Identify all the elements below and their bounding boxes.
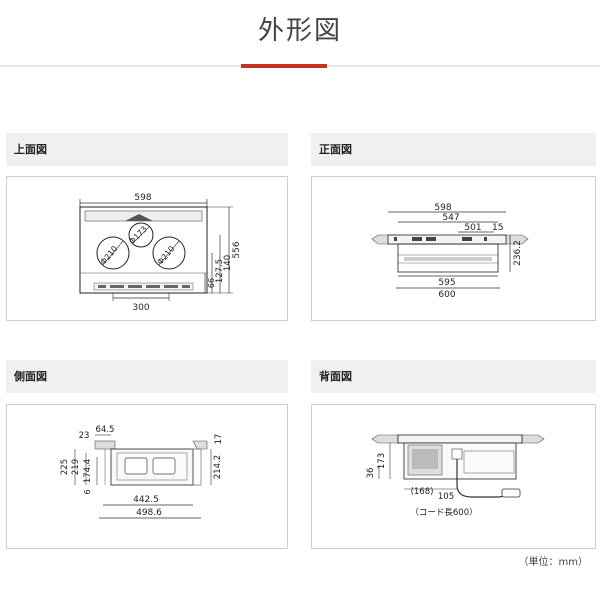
dim-140: 140 — [223, 255, 233, 271]
dim-105: 105 — [438, 492, 454, 502]
dim-595: 595 — [438, 278, 455, 288]
dim-598: 598 — [434, 203, 451, 213]
dim-219: 219 — [71, 459, 81, 475]
diameter-right: Φ210 — [156, 244, 177, 266]
page-title: 外形図 — [257, 16, 342, 46]
dim-498-6: 498.6 — [136, 508, 162, 518]
title-accent-bar — [241, 64, 327, 68]
dim-173: 173 — [377, 453, 387, 469]
dim-15: 15 — [492, 223, 503, 233]
plug-icon — [501, 488, 521, 498]
control-panel — [93, 282, 194, 291]
front-view-drawing: 598 547 501 15 236.2 595 600 — [371, 203, 529, 300]
grill-window-right — [152, 457, 176, 475]
dim-600: 600 — [438, 290, 455, 300]
diameter-left: Φ210 — [99, 244, 120, 266]
panel-side-view: 23 64.5 17 225 219 174.4 6 214.2 442.5 4… — [6, 404, 288, 549]
dim-66: 66 — [207, 278, 216, 288]
top-plate — [387, 234, 507, 245]
panel-front-view: 598 547 501 15 236.2 595 600 — [311, 176, 596, 321]
dim-236-2: 236.2 — [513, 240, 523, 266]
dim-547: 547 — [442, 213, 459, 223]
countertop-right — [521, 434, 545, 444]
dim-556: 556 — [232, 241, 242, 258]
dim-168: (168) — [411, 487, 434, 497]
dim-225: 225 — [60, 459, 70, 475]
burner-right — [152, 236, 186, 270]
dim-64-5: 64.5 — [96, 425, 115, 435]
dim-17: 17 — [214, 434, 224, 445]
diameter-rear: Φ173 — [127, 224, 149, 246]
burner-left — [96, 236, 130, 270]
panel-header-back-view: 背面図 — [311, 360, 596, 393]
top-view-drawing: 598 Φ210 Φ173 Φ210 300 5 — [79, 193, 242, 313]
burner-rear — [128, 222, 154, 248]
dim-6: 6 — [83, 489, 92, 494]
dim-127-5: 127.5 — [215, 259, 225, 283]
dim-501: 501 — [464, 223, 481, 233]
side-view-drawing: 23 64.5 17 225 219 174.4 6 214.2 442.5 4… — [60, 425, 224, 519]
body-outline — [110, 448, 194, 486]
countertop-rear — [192, 440, 208, 450]
panel-back-view: 173 36 (168) 105 （コード長600） — [311, 404, 596, 549]
cooktop-outline — [79, 206, 208, 294]
panel-header-side-view: 側面図 — [6, 360, 288, 393]
vent — [125, 214, 153, 221]
countertop-front — [94, 440, 116, 450]
countertop-left — [371, 434, 399, 444]
back-view-drawing: 173 36 (168) 105 （コード長600） — [366, 434, 545, 518]
dim-23: 23 — [79, 431, 90, 441]
panel-top-view: 598 Φ210 Φ173 Φ210 300 5 — [6, 176, 288, 321]
dim-300: 300 — [132, 303, 149, 313]
body-outline — [397, 243, 499, 273]
dim-36: 36 — [366, 468, 376, 479]
unit-note: （単位：mm） — [518, 557, 588, 568]
panel-header-top-view: 上面図 — [6, 133, 288, 166]
dim-174-4: 174.4 — [83, 459, 93, 483]
panel-header-front-view: 正面図 — [311, 133, 596, 166]
dim-598: 598 — [134, 193, 151, 203]
dim-442-5: 442.5 — [133, 495, 159, 505]
grill-window-left — [124, 457, 148, 475]
dim-214-2: 214.2 — [213, 455, 223, 479]
cord-length: （コード長600） — [410, 507, 477, 518]
